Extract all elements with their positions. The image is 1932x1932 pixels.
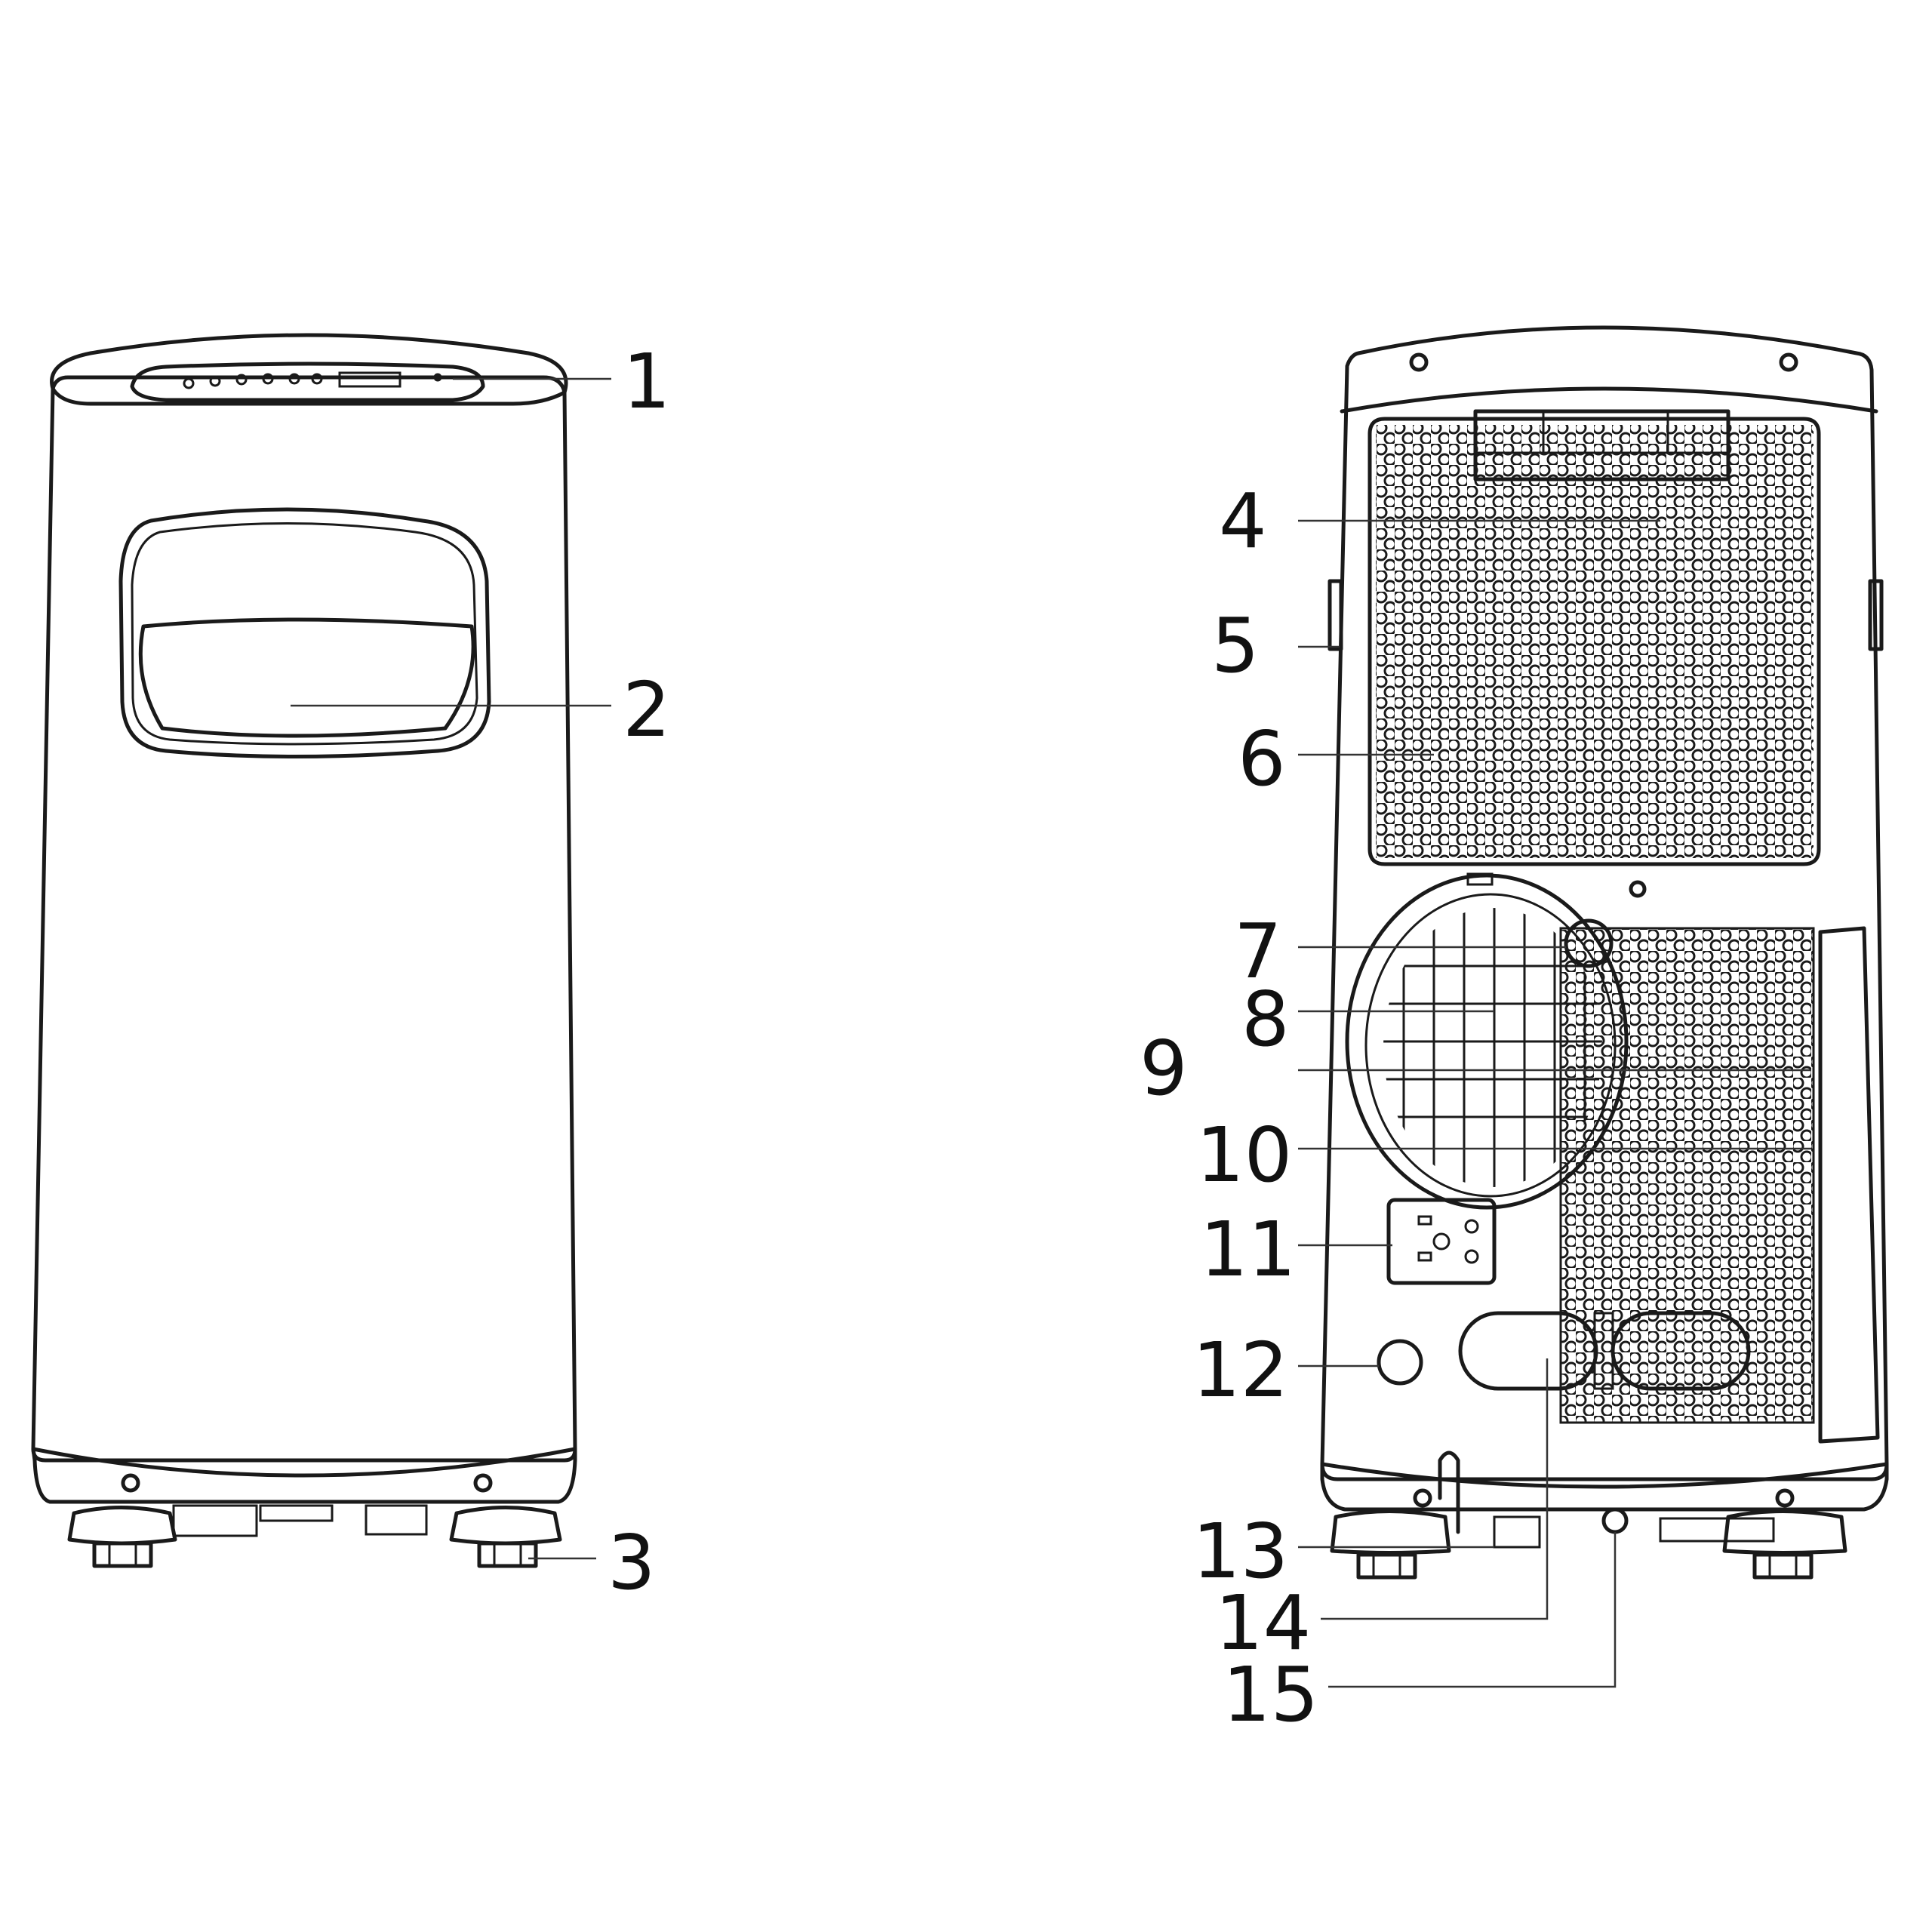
- lower-air-inlet-grille: [1559, 927, 1815, 1424]
- callout-6: 6: [1238, 715, 1286, 803]
- front-view: [31, 333, 577, 1568]
- air-outlet: [118, 507, 491, 758]
- front-base-block: [172, 1504, 258, 1537]
- callout-13: 13: [1192, 1507, 1288, 1595]
- side-handle-left: [1327, 579, 1343, 651]
- upper-drain-plug: [1564, 918, 1614, 968]
- callout-5: 5: [1211, 601, 1260, 690]
- back-view: [1320, 325, 1889, 1580]
- callout-2: 2: [623, 666, 671, 754]
- callout-11: 11: [1200, 1205, 1296, 1294]
- exhaust-outlet: [1345, 872, 1629, 1210]
- front-top-cap: [50, 333, 568, 406]
- callout-3: 3: [608, 1518, 656, 1607]
- callout-7: 7: [1234, 907, 1282, 995]
- front-screw-left: [121, 1473, 140, 1493]
- callout-12: 12: [1192, 1326, 1288, 1414]
- front-wheel-left: [67, 1506, 177, 1568]
- side-handle-right: [1868, 579, 1884, 651]
- cord-storage-hook-left: [1458, 1311, 1598, 1391]
- callout-1: 1: [623, 337, 671, 426]
- callout-labels: 1 2 3 4 5 6 7 8 9 10 11 12 13 14 15: [608, 337, 1318, 1739]
- back-wheel-right: [1722, 1509, 1847, 1580]
- drain-valve: [1601, 1507, 1629, 1534]
- back-wheel-left: [1330, 1509, 1451, 1580]
- callout-15: 15: [1223, 1651, 1318, 1739]
- front-screw-right: [473, 1473, 493, 1493]
- callout-10: 10: [1196, 1111, 1292, 1199]
- lower-drain-outlet: [1377, 1339, 1423, 1386]
- callout-14: 14: [1215, 1579, 1311, 1667]
- callout-8: 8: [1241, 975, 1290, 1063]
- callout-9: 9: [1140, 1024, 1188, 1112]
- callout-4: 4: [1219, 477, 1267, 565]
- power-socket-panel: [1386, 1198, 1497, 1285]
- front-bottom-band: [31, 1447, 577, 1504]
- back-top-band: [1340, 386, 1878, 414]
- leader-lines: [291, 377, 1811, 1688]
- back-side-strip: [1818, 926, 1880, 1444]
- front-body-outline: [31, 375, 577, 1463]
- carry-handle: [1473, 409, 1730, 481]
- upper-air-inlet-grille: [1367, 409, 1821, 866]
- front-wheel-right: [449, 1506, 562, 1568]
- control-panel: [130, 361, 485, 402]
